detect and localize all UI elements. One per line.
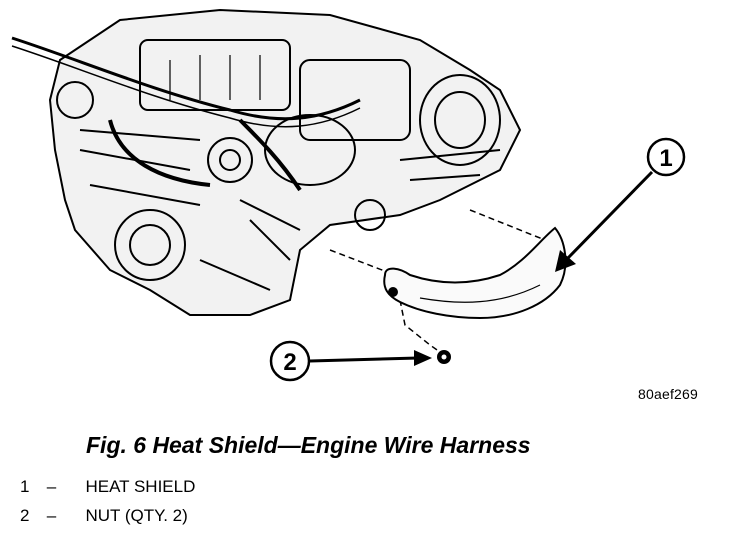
legend-item: 1 – HEAT SHIELD: [20, 476, 195, 505]
legend-item-number: 1: [20, 477, 30, 496]
figure-caption: Fig. 6 Heat Shield—Engine Wire Harness: [86, 432, 531, 458]
engine-illustration-icon: [11, 8, 522, 316]
legend-item-dash: –: [46, 477, 57, 496]
legend: 1 – HEAT SHIELD 2 – NUT (QTY. 2): [20, 476, 195, 534]
legend-item-dash: –: [46, 506, 57, 525]
image-code: 80aef269: [638, 386, 698, 402]
engine-figure: 1 2: [11, 8, 686, 382]
callout-2-number: 2: [283, 349, 296, 376]
nut-part-icon: [437, 350, 451, 364]
legend-item-number: 2: [20, 506, 30, 525]
callout-1: 1: [555, 137, 686, 272]
legend-item: 2 – NUT (QTY. 2): [20, 505, 195, 534]
legend-item-label: HEAT SHIELD: [85, 477, 196, 496]
heat-shield-part-icon: [383, 226, 567, 320]
callout-1-number: 1: [659, 145, 672, 172]
callout-2: 2: [269, 340, 432, 382]
legend-item-label: NUT (QTY. 2): [85, 506, 188, 525]
